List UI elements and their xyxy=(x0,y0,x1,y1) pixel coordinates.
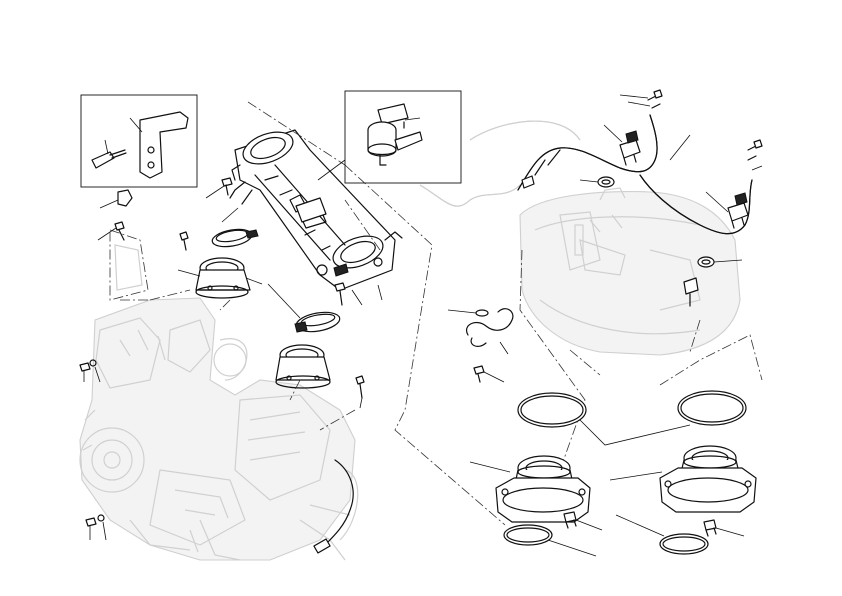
screw-icon xyxy=(619,89,663,109)
injector-icon xyxy=(619,130,641,166)
fuel-hose-ghost-icon xyxy=(419,120,581,207)
throttle-body-icon xyxy=(229,129,403,291)
o-ring-icon xyxy=(677,390,747,426)
screw-icon xyxy=(747,139,763,171)
screw-icon xyxy=(91,149,127,169)
screw-icon xyxy=(563,511,603,531)
bracket-detail-icon xyxy=(139,111,189,179)
o-ring-icon xyxy=(615,514,709,555)
injector-icon xyxy=(727,192,749,229)
wire-clip-icon xyxy=(466,308,514,355)
screw-icon xyxy=(179,231,189,251)
fuel-hose-icon xyxy=(517,114,753,235)
engine-ghost-icon xyxy=(79,297,359,561)
fitting-icon xyxy=(683,277,699,307)
washer-icon xyxy=(79,359,101,383)
wire-clip-icon xyxy=(521,175,535,189)
o-ring-icon xyxy=(503,524,597,557)
hose-clamp-icon xyxy=(579,176,615,188)
washer-icon xyxy=(447,309,489,317)
screw-icon xyxy=(703,519,745,537)
screw-icon xyxy=(205,177,233,199)
air-funnel-icon xyxy=(609,445,757,513)
fuel-tank-icon xyxy=(519,187,741,356)
sensor-wire-icon xyxy=(313,459,354,554)
o-ring-icon xyxy=(697,256,743,268)
solenoid-valve-icon xyxy=(367,103,423,166)
screw-icon xyxy=(334,282,346,306)
intake-manifold-icon xyxy=(177,257,263,299)
screw-icon xyxy=(355,375,365,409)
screw-icon xyxy=(97,221,125,241)
o-ring-icon xyxy=(517,392,587,428)
bracket-detail-box xyxy=(80,94,198,188)
gasket-plate-icon xyxy=(109,229,149,301)
wire-clip-icon xyxy=(99,189,133,209)
hose-clamp-icon xyxy=(211,207,259,248)
intake-manifold-icon xyxy=(267,283,331,389)
washer-icon xyxy=(85,514,107,541)
air-funnel-icon xyxy=(469,455,591,523)
screw-icon xyxy=(473,365,505,383)
hose-clamp-icon xyxy=(294,311,341,333)
valve-detail-box xyxy=(344,90,462,184)
